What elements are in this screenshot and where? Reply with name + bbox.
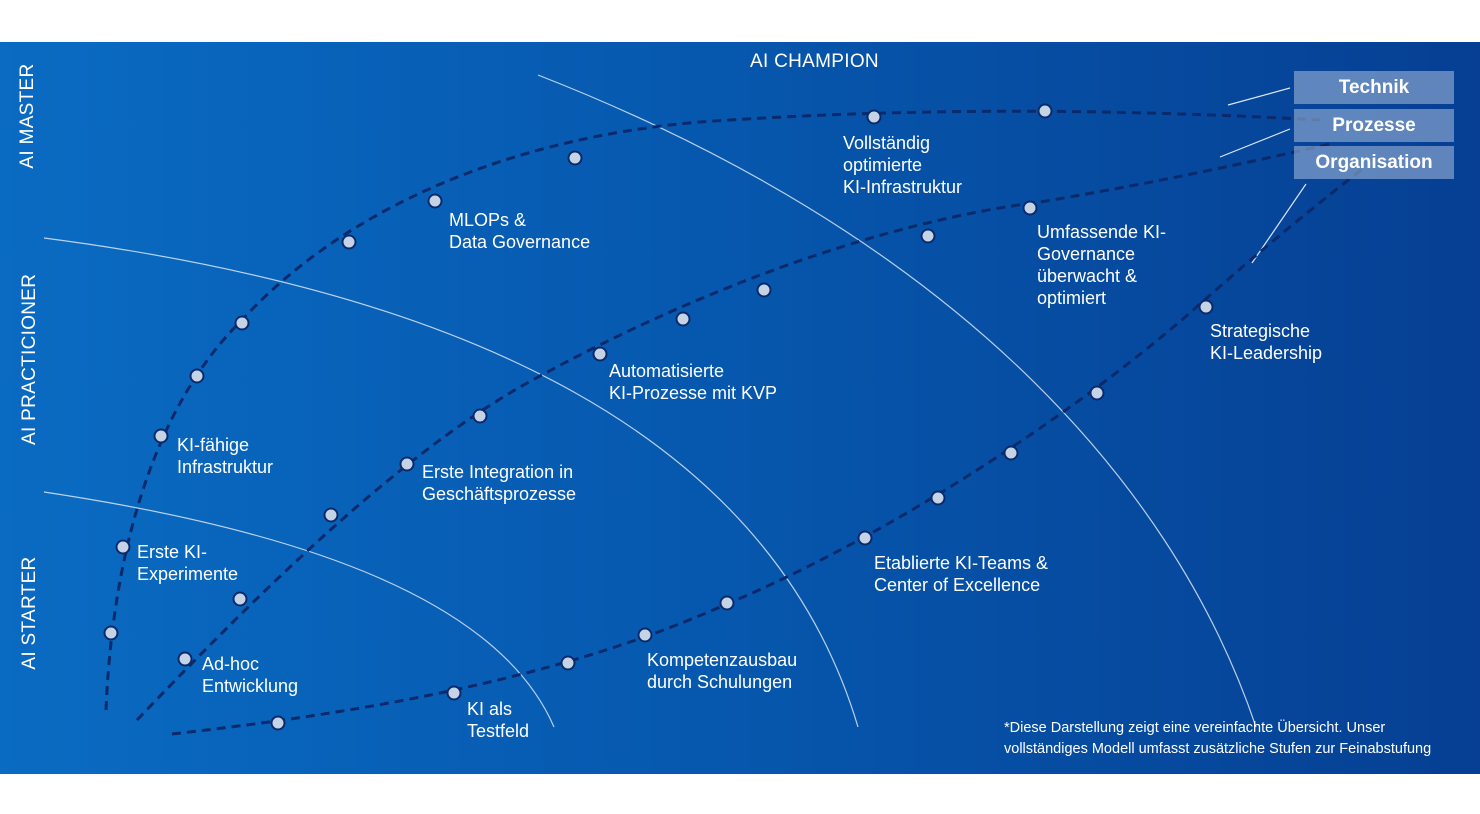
curve-technik bbox=[104, 109, 1321, 711]
milestone-dot bbox=[153, 428, 169, 444]
milestone-dot bbox=[756, 282, 772, 298]
maturity-diagram bbox=[43, 74, 1366, 736]
label-ki-faehige-infrastruktur: KI-fähige Infrastruktur bbox=[177, 435, 274, 477]
milestone-dot bbox=[930, 490, 946, 506]
stage-boundary-starter bbox=[43, 491, 555, 728]
curve-prozesse bbox=[135, 142, 1331, 722]
stage-boundary-master bbox=[537, 74, 1257, 728]
label-ad-hoc: Ad-hoc Entwicklung bbox=[202, 654, 299, 696]
milestone-dot bbox=[637, 627, 653, 643]
label-automatisierte: Automatisierte KI-Prozesse mit KVP bbox=[609, 361, 778, 403]
label-etablierte-teams: Etablierte KI-Teams & Center of Excellen… bbox=[874, 553, 1049, 595]
milestone-dot bbox=[232, 591, 248, 607]
label-kompetenzausbau: Kompetenzausbau durch Schulungen bbox=[647, 650, 798, 692]
milestone-dot bbox=[103, 625, 119, 641]
legend-leader-prozesse bbox=[1219, 128, 1291, 158]
legend-leader-organisation bbox=[1251, 183, 1307, 264]
dots-technik bbox=[103, 103, 1053, 641]
milestone-dot bbox=[567, 150, 583, 166]
legend-prozesse: Prozesse bbox=[1294, 109, 1454, 142]
milestone-dot bbox=[189, 368, 205, 384]
legend-leader-technik bbox=[1227, 87, 1291, 106]
label-erste-ki-experimente: Erste KI- Experimente bbox=[137, 542, 239, 584]
stage-label-starter: AI STARTER bbox=[19, 556, 40, 670]
stage-label-champion: AI CHAMPION bbox=[750, 51, 879, 72]
milestone-dot bbox=[1037, 103, 1053, 119]
milestone-dot bbox=[719, 595, 735, 611]
legend-technik: Technik bbox=[1294, 71, 1454, 104]
milestone-dot bbox=[560, 655, 576, 671]
milestone-dot bbox=[1198, 299, 1214, 315]
stage-label-practicioner: AI PRACTICIONER bbox=[19, 273, 40, 445]
milestone-dot bbox=[270, 715, 286, 731]
footnote: *Diese Darstellung zeigt eine vereinfach… bbox=[1004, 720, 1432, 757]
milestone-dot bbox=[920, 228, 936, 244]
stage-label-master: AI MASTER bbox=[17, 63, 38, 169]
label-vollstaendig-optimiert: Vollständig optimierte KI-Infrastruktur bbox=[843, 133, 963, 197]
milestone-dot bbox=[399, 456, 415, 472]
dots-organisation bbox=[270, 299, 1214, 731]
dots-prozesse bbox=[177, 200, 1038, 667]
milestone-dot bbox=[857, 530, 873, 546]
milestone-dot bbox=[323, 507, 339, 523]
label-mlops: MLOPs & Data Governance bbox=[449, 210, 591, 252]
milestone-dot bbox=[592, 346, 608, 362]
stage-boundary-practicioner bbox=[43, 237, 859, 728]
label-umfassende-governance: Umfassende KI- Governance überwacht & op… bbox=[1037, 222, 1167, 308]
curve-organisation bbox=[171, 165, 1366, 736]
milestone-dot bbox=[866, 109, 882, 125]
milestone-dot bbox=[1022, 200, 1038, 216]
milestone-dot bbox=[1089, 385, 1105, 401]
maturity-diagram-panel: AI CHAMPION AI MASTER AI PRACTICIONER AI… bbox=[0, 42, 1480, 774]
label-ki-als-testfeld: KI als Testfeld bbox=[467, 699, 530, 741]
milestone-dot bbox=[234, 315, 250, 331]
milestone-dot bbox=[675, 311, 691, 327]
milestone-dot bbox=[177, 651, 193, 667]
legend-organisation: Organisation bbox=[1294, 146, 1454, 179]
milestone-dot bbox=[341, 234, 357, 250]
milestone-dot bbox=[115, 539, 131, 555]
milestone-dot bbox=[1003, 445, 1019, 461]
milestone-dot bbox=[427, 193, 443, 209]
label-strategische-leadership: Strategische KI-Leadership bbox=[1210, 321, 1323, 363]
label-erste-integration: Erste Integration in Geschäftsprozesse bbox=[422, 462, 577, 504]
milestone-dot bbox=[446, 685, 462, 701]
milestone-dot bbox=[472, 408, 488, 424]
